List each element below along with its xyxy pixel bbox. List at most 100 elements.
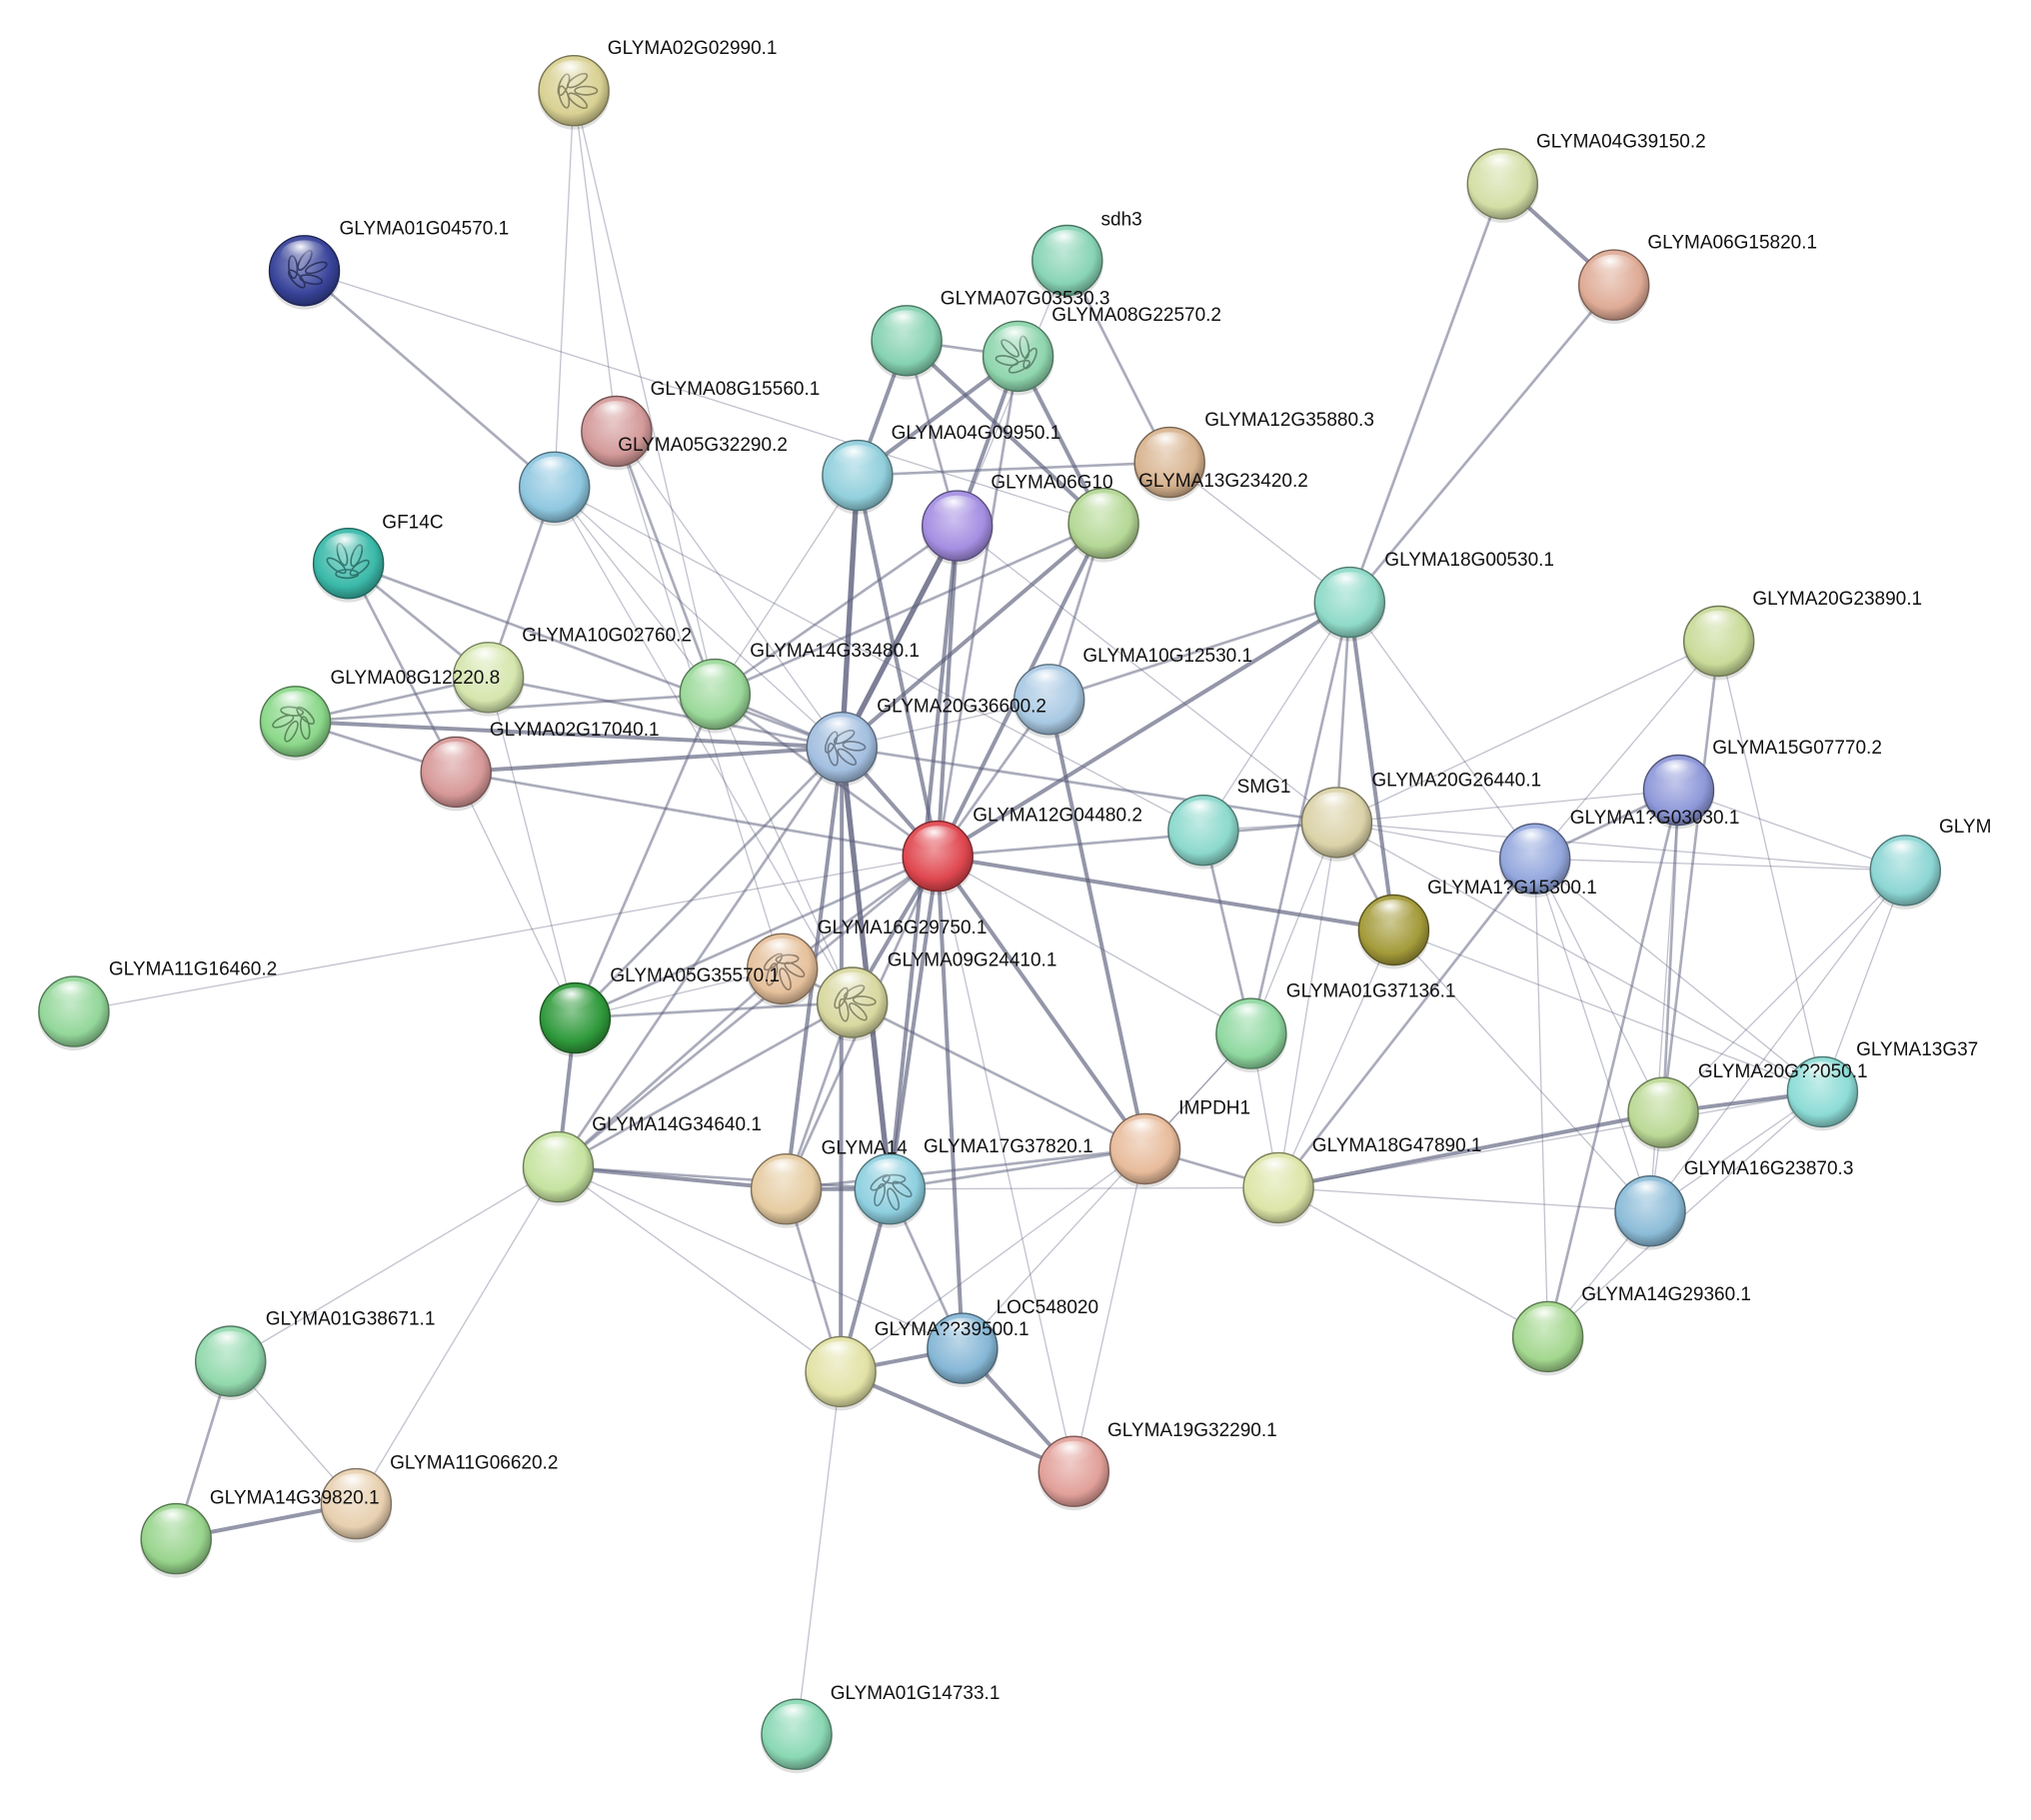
edge-GLYMA12G04480-GLYMA17G37820 — [888, 854, 941, 1191]
node-label: GLYMA14G33480.1 — [750, 641, 920, 662]
edge-GLYMA1x15300-GLYMA13G37 — [1392, 928, 1824, 1093]
node-glyma02g02990-1[interactable] — [538, 54, 611, 130]
node-glym[interactable] — [1869, 835, 1942, 910]
node-glyma20g-050-1[interactable] — [1627, 1076, 1699, 1152]
edge-layer — [73, 90, 1906, 1735]
node-glyma1-g15300-1[interactable] — [1357, 894, 1430, 969]
edge-GLYMA13G37-GLYMA18G47890 — [1277, 1090, 1824, 1189]
node-glyma16g23870-3[interactable] — [1614, 1174, 1686, 1250]
node-label: GLYMA20G23890.1 — [1752, 589, 1922, 610]
edge-GLYMA13G23420-GLYMA20G36600 — [840, 521, 1106, 750]
node-glyma14[interactable] — [750, 1152, 823, 1228]
node-glyma14g39820-1[interactable] — [140, 1502, 213, 1578]
node-label: GLYMA1?G03030.1 — [1570, 808, 1740, 829]
edge-GLYMA01G37136-LOC548020 — [962, 1032, 1252, 1349]
edge-GLYMA20G26440-GLYMA01G37136 — [1250, 822, 1338, 1034]
edge-GLYMA20G26440-GLYMA13G37 — [1335, 822, 1824, 1093]
edge-GLYMA15G07770-GLYMA14G29360 — [1546, 789, 1680, 1338]
edge-GLYMA18G00530-GLYMA12G04480 — [936, 600, 1352, 859]
edge-IMPDH1-GLYMA17G37820 — [888, 1147, 1146, 1191]
node-glyma08g12220-8[interactable] — [259, 686, 332, 761]
node-label: GLYMA12G35880.3 — [1204, 410, 1374, 431]
node-label: GLYMA14G34640.1 — [592, 1114, 762, 1135]
node-sdh3[interactable] — [1030, 224, 1103, 300]
edge-GLYM_right-GLYMA16G23870 — [1649, 870, 1906, 1212]
node-glyma20g26440-1[interactable] — [1300, 787, 1373, 862]
edge-GLYMA1x03030-GLYM_right — [1534, 858, 1906, 872]
node-glyma18g00530-1[interactable] — [1313, 566, 1386, 642]
node-glyma05g32290-2[interactable] — [518, 451, 591, 527]
edge-GLYMA02G17040-GLYMA12G04480 — [454, 771, 940, 858]
edge-GLYMA18G00530-GLYMA10G12530 — [1047, 601, 1351, 702]
edge-IMPDH1-GLYMA19G32290 — [1072, 1147, 1146, 1472]
node-glyma12g35880-3[interactable] — [1133, 426, 1206, 502]
node-label: GLYMA08G22570.2 — [1051, 305, 1221, 326]
node-glyma14g34640-1[interactable] — [522, 1130, 595, 1206]
edge-GLYMA06G10-GLYMA14G33480 — [713, 524, 960, 696]
node-glyma08g22570-2[interactable] — [982, 320, 1054, 396]
node-label: GLYMA05G35570.1 — [610, 965, 780, 986]
edge-GLYMA12G04480-GLYMA14G34640 — [557, 855, 940, 1168]
edge-GLYMA20G36600-GLYMA14G34640 — [557, 746, 844, 1168]
node-smg1[interactable] — [1166, 795, 1239, 870]
node-label: GLYMA11G06620.2 — [390, 1452, 558, 1473]
node-glyma13g23420-2[interactable] — [1067, 487, 1140, 563]
node-gf14c[interactable] — [312, 528, 385, 603]
node-glyma20g36600-2[interactable] — [806, 712, 879, 787]
node-glyma18g47890-1[interactable] — [1242, 1151, 1315, 1227]
node-label: GLYMA08G12220.8 — [331, 668, 501, 689]
edge-GLYMA04G09950-GLYMA12G35880 — [856, 461, 1171, 477]
node-glyma01g37136-1[interactable] — [1214, 997, 1287, 1073]
edge-IMPDH1-GLYMA14x — [785, 1147, 1146, 1191]
edge-GLYMA16G29750-GLYMA14G34640 — [557, 966, 785, 1168]
node-glyma04g09950-1[interactable] — [821, 439, 894, 515]
edge-GLYMA12G04480-GLYMA11G16460 — [73, 855, 939, 1012]
node-label: GLYMA04G39150.2 — [1536, 132, 1706, 153]
node-impdh1[interactable] — [1108, 1112, 1181, 1188]
edge-GLYMA09G24410-GLYMA14G34640 — [557, 1000, 855, 1168]
node-glyma14g29360-1[interactable] — [1511, 1300, 1584, 1376]
node-label: sdh3 — [1101, 209, 1142, 230]
node-glyma07g03530-3[interactable] — [871, 305, 944, 380]
node-glyma-39500-1[interactable] — [805, 1335, 878, 1411]
node-glyma16g29750-1[interactable] — [746, 932, 819, 1008]
node-glyma11g16460-2[interactable] — [37, 975, 110, 1051]
node-glyma20g23890-1[interactable] — [1682, 605, 1755, 681]
node-glyma08g15560-1[interactable] — [580, 395, 653, 471]
node-glyma06g15820-1[interactable] — [1577, 249, 1650, 325]
node-glyma1-g03030-1[interactable] — [1498, 823, 1571, 899]
node-glyma04g39150-2[interactable] — [1466, 148, 1539, 223]
node-glyma02g17040-1[interactable] — [420, 736, 493, 812]
node-loc548020[interactable] — [926, 1312, 999, 1388]
node-glyma06g10[interactable] — [921, 490, 994, 566]
node-glyma15g07770-2[interactable] — [1642, 754, 1715, 830]
edge-GLYMA12G04480-IMPDH1 — [936, 854, 1147, 1151]
edge-GLYMA08G22570-GLYMA12G04480 — [936, 355, 1019, 858]
node-glyma05g35570-1[interactable] — [539, 981, 612, 1057]
node-glyma11g06620-2[interactable] — [320, 1467, 393, 1543]
node-label: GLYMA02G02990.1 — [608, 38, 778, 59]
node-glyma13g37[interactable] — [1786, 1055, 1859, 1131]
node-glyma12g04480-2[interactable] — [902, 820, 975, 896]
node-glyma10g02760-2[interactable] — [452, 642, 525, 717]
node-glyma10g12530-1[interactable] — [1013, 664, 1085, 739]
edge-GLYMA13G23420-GLYMA14G33480 — [713, 522, 1105, 696]
node-label: GLYMA20G36600.2 — [877, 697, 1046, 718]
node-glyma19g32290-1[interactable] — [1037, 1435, 1110, 1511]
node-glyma01g14733-1[interactable] — [761, 1698, 833, 1774]
edge-GLYMA04G09950-GLYMA20G36600 — [839, 472, 861, 751]
edge-GLYMA14G34640-LOC548020 — [557, 1165, 964, 1349]
node-glyma01g38671-1[interactable] — [194, 1325, 267, 1400]
node-label: GLYMA06G15820.1 — [1647, 233, 1817, 254]
node-glyma17g37820-1[interactable] — [854, 1152, 927, 1228]
node-glyma09g24410-1[interactable] — [816, 966, 889, 1041]
edge-GLYMA12G35880-GLYMA18G00530 — [1168, 461, 1350, 604]
node-label: GLYMA01G37136.1 — [1286, 981, 1456, 1002]
edge-GLYMAx39500-GLYMA01G14733 — [796, 1370, 842, 1735]
edge-GLYMA1x03030-GLYMA16G23870 — [1534, 858, 1651, 1212]
node-glyma14g33480-1[interactable] — [679, 658, 752, 734]
node-label: GLYMA20G??050.1 — [1698, 1061, 1868, 1082]
node-glyma01g04570-1[interactable] — [268, 235, 341, 310]
edge-GLYMA05G32290-GLYMA14G33480 — [554, 486, 716, 696]
